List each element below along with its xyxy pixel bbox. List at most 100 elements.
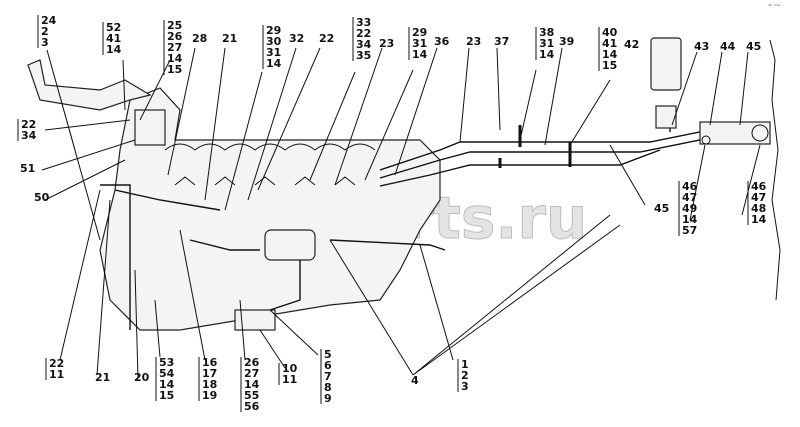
callout-number: 29 (412, 26, 427, 39)
callout-number: 28 (192, 32, 207, 45)
callout-number: 14 (159, 378, 175, 391)
clamp-assembly (699, 121, 771, 145)
pump-unit (100, 184, 446, 331)
callout-t21: 45 (746, 40, 761, 53)
callout-t7: 32 (289, 32, 304, 45)
callout-t13: 23 (466, 35, 481, 48)
callout-number: 14 (244, 378, 260, 391)
callout-number: 33 (356, 16, 371, 29)
callout-number: 52 (106, 21, 121, 34)
callout-number: 24 (41, 14, 57, 27)
callout-number: 43 (694, 40, 709, 53)
callout-t19: 43 (694, 40, 709, 53)
callout-number: 29 (266, 24, 281, 37)
cylinder-heads (164, 143, 376, 186)
callout-number: 46 (751, 180, 767, 193)
callout-number: 32 (289, 32, 304, 45)
callout-t14: 37 (494, 35, 509, 48)
callout-t16: 39 (559, 35, 574, 48)
callout-number: 16 (202, 356, 218, 369)
junction-box (134, 109, 166, 146)
corner-mark: ᵈᵇ ⁿᵒʷ (768, 4, 781, 10)
callout-number: 27 (167, 41, 182, 54)
callout-number: 56 (244, 400, 260, 413)
callout-number: 39 (559, 35, 574, 48)
callout-number: 14 (539, 48, 555, 61)
callout-number: 19 (202, 389, 217, 402)
callout-number: 15 (167, 63, 182, 76)
callout-number: 41 (106, 32, 121, 45)
callout-number: 27 (244, 367, 259, 380)
callout-number: 15 (602, 59, 617, 72)
engine-block (99, 87, 441, 331)
callout-number: 54 (159, 367, 175, 380)
callout-t12: 36 (434, 35, 450, 48)
callout-number: 55 (244, 389, 259, 402)
callout-number: 11 (282, 373, 297, 386)
callout-t8: 22 (319, 32, 334, 45)
callout-number: 31 (266, 46, 281, 59)
callout-number: 22 (49, 357, 64, 370)
callout-number: 1 (461, 358, 469, 371)
callout-number: 14 (682, 213, 698, 226)
callout-number: 50 (34, 191, 50, 204)
callout-number: 40 (602, 26, 618, 39)
callout-s4: 45 (654, 202, 669, 215)
callout-number: 2 (41, 25, 49, 38)
frame-edge (769, 39, 781, 301)
callout-number: 47 (751, 191, 766, 204)
callout-number: 6 (324, 359, 332, 372)
callout-b2: 21 (95, 371, 110, 384)
callout-number: 37 (494, 35, 509, 48)
callout-number: 23 (466, 35, 481, 48)
callout-number: 18 (202, 378, 217, 391)
callout-number: 8 (324, 381, 332, 394)
callout-number: 47 (682, 191, 697, 204)
leader-lines (41, 47, 761, 379)
callout-number: 26 (167, 30, 183, 43)
callout-s2: 51 (20, 162, 35, 175)
callout-number: 41 (602, 37, 617, 50)
callout-b3: 20 (134, 371, 150, 384)
callout-number: 10 (282, 362, 298, 375)
callout-number: 9 (324, 392, 332, 405)
callout-number: 4 (411, 374, 419, 387)
callout-number: 21 (95, 371, 110, 384)
callout-number: 34 (21, 129, 37, 142)
callout-number: 2 (461, 369, 469, 382)
callout-number: 7 (324, 370, 332, 383)
callout-number: 22 (356, 27, 371, 40)
callout-number: 25 (167, 19, 182, 32)
callout-number: 31 (412, 37, 427, 50)
callout-t10: 23 (379, 37, 394, 50)
callout-number: 14 (167, 52, 183, 65)
callout-number: 48 (751, 202, 766, 215)
callout-b10: 123 (457, 358, 469, 393)
callout-number: 20 (134, 371, 150, 384)
callout-t18: 42 (624, 38, 639, 51)
callout-number: 21 (222, 32, 237, 45)
callout-number: 11 (49, 368, 64, 381)
callout-t4: 28 (192, 32, 207, 45)
callout-number: 45 (654, 202, 669, 215)
callout-number: 3 (461, 380, 469, 393)
callout-number: 53 (159, 356, 174, 369)
mount-bracket (27, 59, 152, 111)
callout-number: 15 (159, 389, 174, 402)
callout-number: 36 (434, 35, 450, 48)
callout-number: 22 (319, 32, 334, 45)
callout-number: 44 (720, 40, 736, 53)
callout-number: 17 (202, 367, 217, 380)
callout-number: 34 (356, 38, 372, 51)
